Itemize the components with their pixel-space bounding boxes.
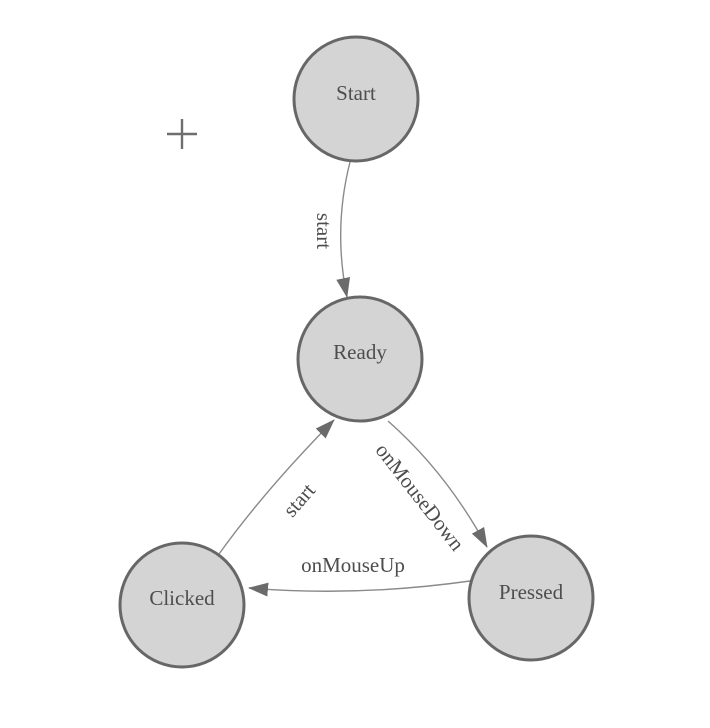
edge-ready-to-pressed[interactable] [387,420,488,548]
edge-clicked-to-ready[interactable] [218,419,335,555]
state-node-start-circle[interactable] [292,35,420,163]
state-node-ready-circle[interactable] [296,295,424,423]
edge-start-to-ready[interactable] [336,161,351,298]
state-node-ready[interactable]: Ready [296,295,424,423]
state-node-clicked-circle[interactable] [118,541,246,669]
state-node-pressed-circle[interactable] [467,534,595,662]
state-node-clicked[interactable]: Clicked [118,541,246,669]
crosshair-marker [167,119,197,149]
edge-label-start-to-ready: start [312,213,336,249]
edge-pressed-to-clicked[interactable] [248,580,471,597]
state-node-pressed-label: Pressed [499,580,564,604]
edge-label-clicked-to-ready: start [278,478,320,521]
state-node-clicked-label: Clicked [149,586,215,610]
state-node-start-label: Start [336,81,376,105]
state-node-pressed[interactable]: Pressed [467,534,595,662]
edge-label-pressed-to-clicked: onMouseUp [301,553,405,577]
edge-label-ready-to-pressed: onMouseDown [371,439,470,556]
state-node-start[interactable]: Start [292,35,420,163]
state-node-ready-label: Ready [333,340,387,364]
